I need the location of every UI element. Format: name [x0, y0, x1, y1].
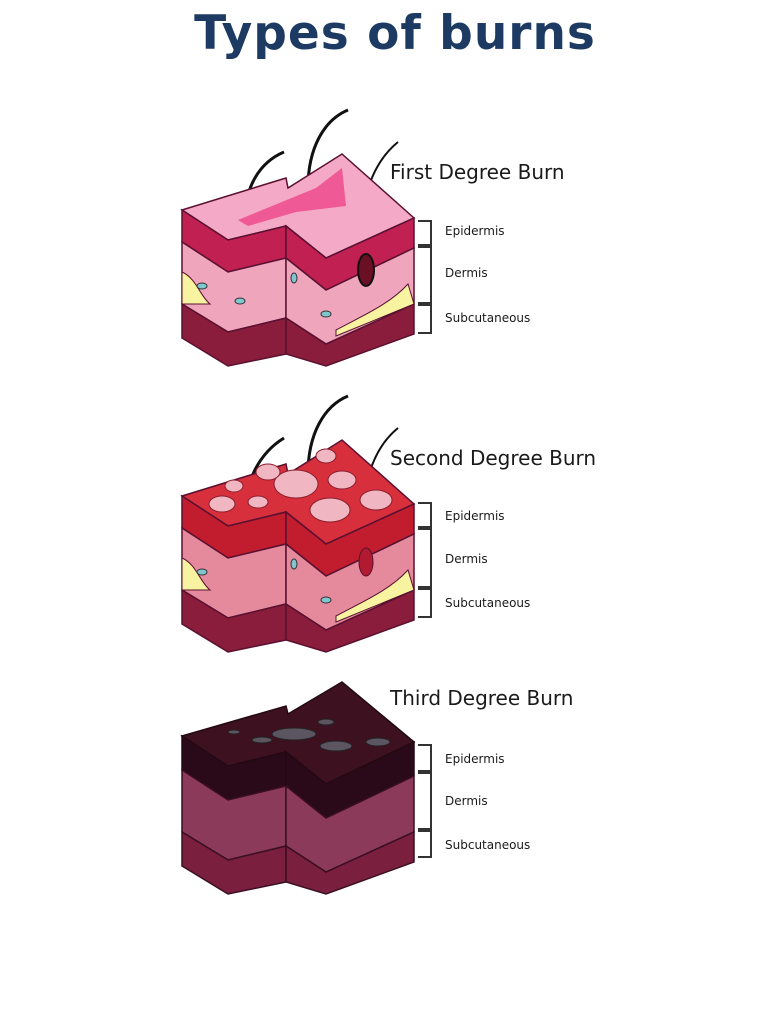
- first-degree-burn-panel: First Degree Burn Epidermis Dermis Subcu…: [176, 108, 616, 368]
- char-spot: [251, 736, 273, 744]
- blister: [224, 479, 244, 493]
- blister: [315, 448, 337, 464]
- subcutaneous-bracket: [418, 588, 432, 618]
- cell: [290, 558, 298, 570]
- blister: [359, 489, 393, 511]
- subcutaneous-layer-right: [285, 302, 415, 367]
- fat-deposit-right: [335, 283, 415, 337]
- second-degree-burn-panel: Second Degree Burn Epidermis Dermis Subc…: [176, 394, 616, 654]
- hair-follicle: [358, 547, 374, 577]
- cell: [234, 297, 246, 305]
- dermis-label: Dermis: [445, 266, 488, 280]
- subcutaneous-label: Subcutaneous: [445, 596, 531, 610]
- subcutaneous-bracket: [418, 830, 432, 858]
- fat-deposit-right: [335, 569, 415, 623]
- epidermis-bracket: [418, 220, 432, 246]
- epidermis-bracket: [418, 744, 432, 772]
- blister: [273, 469, 319, 499]
- burn-title: Third Degree Burn: [390, 686, 574, 710]
- first-degree-skin-diagram: [180, 108, 416, 367]
- cell: [320, 596, 332, 604]
- blister: [309, 497, 351, 523]
- subcutaneous-bracket: [418, 304, 432, 334]
- burn-title: Second Degree Burn: [390, 446, 597, 470]
- fat-deposit: [181, 271, 212, 305]
- cell: [320, 310, 332, 318]
- burn-title: First Degree Burn: [390, 160, 565, 184]
- dermis-label: Dermis: [445, 552, 488, 566]
- fat-deposit: [181, 557, 212, 591]
- epidermis-label: Epidermis: [445, 224, 505, 238]
- cell: [196, 568, 208, 576]
- epidermis-label: Epidermis: [445, 752, 505, 766]
- cell: [196, 282, 208, 290]
- dermis-bracket: [418, 246, 432, 304]
- blister: [247, 495, 269, 509]
- blister: [327, 470, 357, 490]
- char-spot: [227, 729, 241, 735]
- cell: [290, 272, 298, 284]
- subcutaneous-layer-right: [285, 588, 415, 653]
- char-spot: [317, 718, 335, 726]
- subcutaneous-label: Subcutaneous: [445, 311, 531, 325]
- third-degree-skin-diagram: [180, 681, 416, 895]
- epidermis-bracket: [418, 502, 432, 528]
- blister: [208, 495, 236, 513]
- blister: [255, 463, 281, 481]
- subcutaneous-layer-right: [285, 830, 415, 895]
- burn-patch: [238, 168, 346, 226]
- page-title: Types of burns: [194, 6, 596, 61]
- dermis-label: Dermis: [445, 794, 488, 808]
- second-degree-skin-diagram: [180, 394, 416, 653]
- epidermis-label: Epidermis: [445, 509, 505, 523]
- char-spot: [319, 740, 353, 752]
- dermis-bracket: [418, 528, 432, 588]
- char-spot: [365, 737, 391, 747]
- char-spot: [271, 727, 317, 741]
- dermis-bracket: [418, 772, 432, 830]
- hair-follicle: [357, 253, 375, 287]
- subcutaneous-label: Subcutaneous: [445, 838, 531, 852]
- third-degree-burn-panel: Third Degree Burn Epidermis Dermis Subcu…: [176, 636, 616, 896]
